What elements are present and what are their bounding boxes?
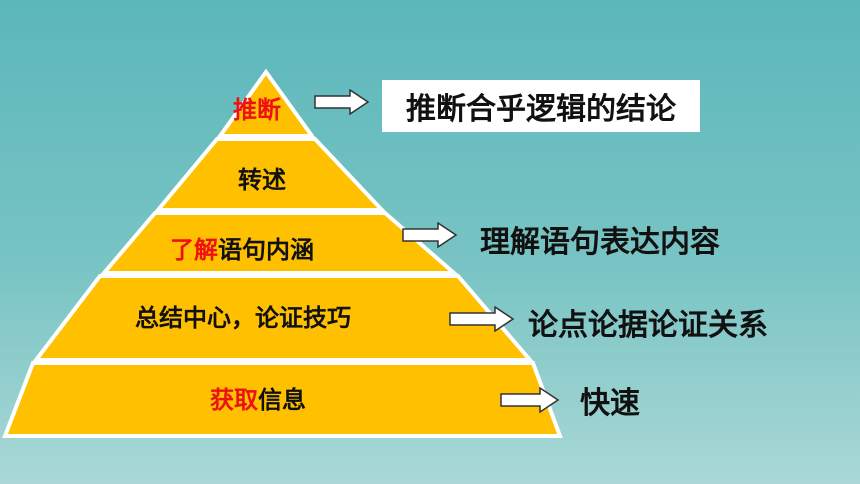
speed-note: 快速 bbox=[580, 386, 640, 421]
content-note: 理解语句表达内容 bbox=[480, 225, 720, 260]
pyramid-level-1 bbox=[216, 68, 316, 138]
level-4-label: 总结中心，论证技巧 bbox=[135, 298, 351, 333]
arrow-right-icon bbox=[500, 387, 560, 413]
level-4-text: 总结中心，论证技巧 bbox=[135, 304, 351, 332]
argument-note: 论点论据论证关系 bbox=[528, 308, 768, 343]
conclusion-box: 推断合乎逻辑的结论 bbox=[382, 80, 700, 132]
arrow-right-icon bbox=[314, 89, 370, 115]
arrow-right-icon bbox=[449, 306, 515, 332]
level-2-text: 转述 bbox=[238, 166, 286, 194]
level-3-label: 了解语句内涵 bbox=[170, 230, 314, 265]
level-3-text: 语句内涵 bbox=[218, 236, 314, 264]
pyramid-level-4 bbox=[31, 274, 535, 362]
pyramid-level-5 bbox=[2, 361, 563, 438]
pyramid-level-2 bbox=[153, 137, 387, 212]
level-2-label: 转述 bbox=[238, 160, 286, 195]
level-1-highlight: 推断 bbox=[233, 96, 281, 124]
pyramid-level-3 bbox=[99, 211, 460, 275]
level-3-highlight: 了解 bbox=[170, 236, 218, 264]
level-5-label: 获取信息 bbox=[210, 380, 306, 415]
level-1-label: 推断 bbox=[233, 90, 281, 125]
level-5-text: 信息 bbox=[258, 386, 306, 414]
level-5-highlight: 获取 bbox=[210, 386, 258, 414]
arrow-right-icon bbox=[402, 222, 458, 248]
